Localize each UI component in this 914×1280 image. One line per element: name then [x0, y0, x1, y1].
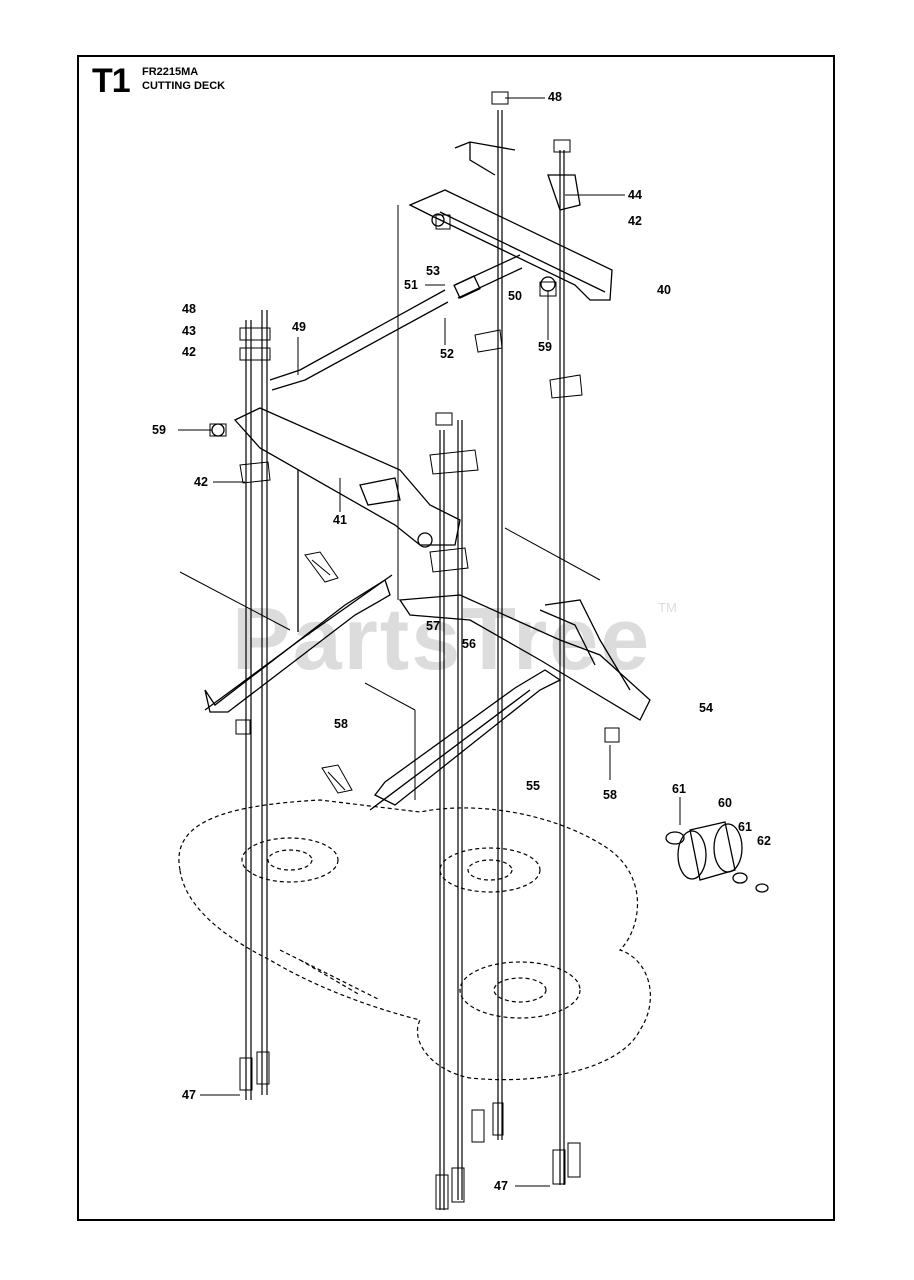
callout-61-upper: 61 [672, 782, 686, 796]
callout-61-lower: 61 [738, 820, 752, 834]
callout-44: 44 [628, 188, 642, 202]
callout-54: 54 [699, 701, 713, 715]
callout-48-top: 48 [548, 90, 562, 104]
callout-53: 53 [426, 264, 440, 278]
callout-52: 52 [440, 347, 454, 361]
vertical-rods [245, 110, 565, 1210]
model-number: FR2215MA [142, 66, 199, 78]
side-links [204, 574, 651, 811]
callout-59-right: 59 [538, 340, 552, 354]
callout-42-left: 42 [182, 345, 196, 359]
callout-42-upper: 42 [628, 214, 642, 228]
callout-55: 55 [526, 779, 540, 793]
diagram-frame [77, 55, 835, 1221]
bottom-bolts [239, 1051, 581, 1210]
callout-57: 57 [426, 619, 440, 633]
callout-40: 40 [657, 283, 671, 297]
gauge-wheel [665, 821, 769, 893]
callout-60: 60 [718, 796, 732, 810]
callout-43: 43 [182, 324, 196, 338]
rear-lift-arm [211, 289, 461, 632]
upper-lift-arm [408, 141, 613, 301]
callout-49: 49 [292, 320, 306, 334]
callout-41: 41 [333, 513, 347, 527]
callout-47-right: 47 [494, 1179, 508, 1193]
diagram-title: CUTTING DECK [142, 80, 226, 92]
callout-58-left: 58 [334, 717, 348, 731]
leader-lines [178, 97, 681, 1187]
callout-62: 62 [757, 834, 771, 848]
callout-48-left: 48 [182, 302, 196, 316]
callout-51: 51 [404, 278, 418, 292]
callout-47-left: 47 [182, 1088, 196, 1102]
callout-58-right: 58 [603, 788, 617, 802]
section-code: T1 [92, 62, 131, 100]
callout-59-left: 59 [152, 423, 166, 437]
callout-50: 50 [508, 289, 522, 303]
brackets [239, 327, 583, 573]
watermark-tm: TM [658, 600, 677, 615]
deck-housing [178, 799, 651, 1081]
callout-42-lower: 42 [194, 475, 208, 489]
bolts-and-nuts [209, 91, 620, 794]
callout-56: 56 [462, 637, 476, 651]
